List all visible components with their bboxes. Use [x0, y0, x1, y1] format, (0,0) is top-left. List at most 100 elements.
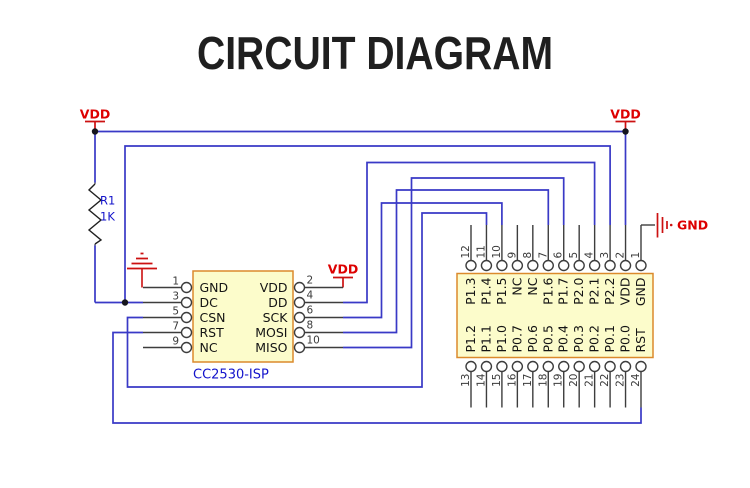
pin-circle-icon: [511, 360, 524, 373]
pin-circle-icon: [619, 259, 632, 272]
pin-number: 4: [584, 252, 596, 259]
junction-dot: [121, 299, 129, 306]
pin-number: 8: [307, 320, 314, 332]
pin-circle-icon: [180, 281, 193, 294]
resistor-designator: R1: [100, 194, 115, 208]
pin-label: RST: [200, 325, 225, 340]
pin-number: 1: [630, 252, 642, 259]
gnd-dot: [669, 223, 673, 227]
pin-circle-icon: [293, 311, 306, 324]
pin-label: RST: [633, 328, 648, 353]
pin-number: 4: [307, 290, 314, 302]
pin-circle-icon: [527, 259, 539, 272]
pin-circle-icon: [604, 259, 616, 272]
pin-number: 10: [307, 335, 320, 347]
pin-number: 8: [522, 252, 534, 259]
mcu-pin-18: 18 P0.5: [537, 325, 555, 408]
vdd-bar-icon: [333, 276, 353, 288]
pin-number: 15: [491, 374, 503, 387]
pin-number: 2: [307, 275, 314, 287]
pin-label: P0.7: [509, 325, 524, 352]
pin-label: P0.2: [587, 325, 602, 352]
pin-label: MOSI: [255, 325, 287, 340]
pin-number: 18: [537, 374, 549, 387]
pin-label: P2.2: [602, 278, 617, 305]
wire-nets: [94, 130, 642, 424]
pin-number: 19: [553, 374, 565, 387]
pin-circle-icon: [511, 259, 524, 272]
pin-number: 5: [568, 252, 580, 259]
pin-number: 11: [475, 245, 487, 258]
mcu-pin-3: 3P2.2: [599, 225, 617, 305]
resistor-value: 1K: [100, 210, 115, 224]
pin-label: P1.6: [540, 277, 555, 304]
gnd-bars-icon: [656, 213, 668, 238]
isp-pin-8: 8 MOSI: [255, 320, 343, 340]
ground-bars: [127, 252, 157, 270]
pin-number: 3: [172, 291, 179, 303]
pin-label: DD: [268, 295, 287, 310]
pin-number: 14: [475, 373, 487, 387]
vdd-symbol-isp-pin2: VDD: [328, 262, 358, 288]
pin-circle-icon: [496, 360, 508, 373]
pin-circle-icon: [293, 281, 306, 294]
pin-label: P1.4: [478, 277, 493, 304]
page-title: CIRCUIT DIAGRAM: [197, 28, 553, 80]
pin-number: 12: [460, 245, 472, 258]
mcu-bottom-pins: 13P1.214P1.115P1.016P0.717P0.618P0.519P0…: [460, 325, 648, 408]
pin-label: P0.3: [571, 325, 586, 352]
pin-number: 7: [172, 321, 179, 333]
wire-csn-to-p14: [126, 212, 488, 388]
junction-dot: [622, 128, 629, 135]
isp-chip-name: CC2530-ISP: [193, 368, 269, 383]
mcu-pin-6: 6P1.7: [553, 225, 571, 305]
pin-circle-icon: [635, 259, 647, 272]
pin-label: DC: [200, 295, 219, 310]
isp-pin-3: 3 DC: [143, 291, 218, 310]
mcu-chip: 12P1.311P1.410P1.59NC8NC7P1.66P1.75P2.04…: [456, 225, 654, 408]
vdd-label: VDD: [610, 107, 640, 122]
pin-number: 24: [630, 373, 642, 387]
pin-number: 1: [172, 276, 179, 288]
pin-circle-icon: [293, 296, 306, 309]
junction-dots: [91, 128, 629, 306]
pin-label: P0.5: [540, 325, 555, 352]
pin-number: 21: [584, 374, 596, 387]
pin-circle-icon: [573, 360, 585, 373]
mcu-chip-body: [456, 272, 654, 359]
pin-label: P1.2: [463, 325, 478, 352]
pin-number: 13: [460, 374, 472, 387]
pin-label: GND: [200, 280, 229, 295]
junction-dot: [91, 128, 99, 135]
earth-ground-icon: [127, 252, 157, 288]
wire-miso-to-p17: [343, 177, 565, 349]
pin-number: 9: [506, 252, 518, 259]
gnd-symbol-right: GND: [641, 213, 708, 238]
pin-label: NC: [525, 277, 540, 295]
pin-circle-icon: [293, 326, 306, 339]
mcu-pin-8: 8NC: [522, 225, 540, 296]
wire-mosi-to-p16: [343, 189, 550, 334]
mcu-pin-24: 24 RST: [630, 328, 648, 408]
pin-number: 5: [172, 306, 179, 318]
pin-label: P0.6: [525, 325, 540, 352]
pin-circle-icon: [465, 259, 477, 272]
mcu-pin-4: 4P2.1: [584, 225, 602, 305]
mcu-pin-13: 13 P1.2: [460, 325, 478, 408]
